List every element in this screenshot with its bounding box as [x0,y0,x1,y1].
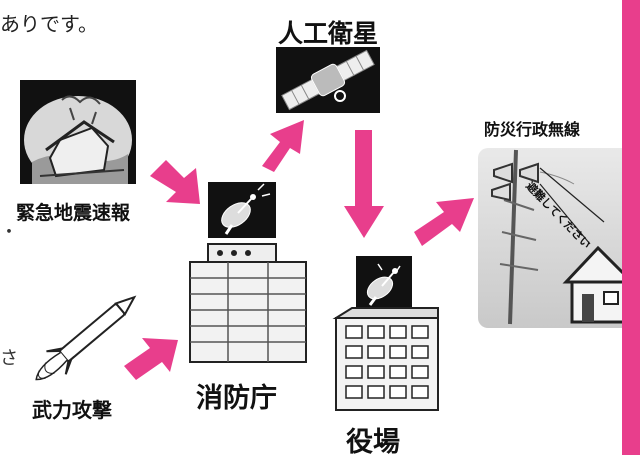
earthquake-house-icon [20,80,136,184]
intro-text: ありです。 [0,12,98,36]
satellite-label: 人工衛星 [278,19,379,48]
arrow-earthquake-to-fire [150,160,200,204]
armed-attack-label: 武力攻撃 [32,398,112,422]
fire-agency-label: 消防庁 [196,383,277,414]
earthquake-label: 緊急地震速報 [16,202,131,224]
cropped-edge-char: ・ [0,222,18,243]
arrow-attack-to-fire [124,338,178,380]
satellite-icon [276,47,380,113]
dish-antenna-icon [356,256,412,308]
speech-lines [539,167,605,245]
building-icon [189,243,307,363]
municipal-office-label: 役場 [346,427,400,455]
arrow-office-to-radio [414,198,474,246]
building-icon [332,307,439,411]
disaster-radio-label: 防災行政無線 [484,120,581,139]
dish-antenna-icon [208,182,276,238]
side-accent-bar [622,0,640,455]
arrow-fire-to-satellite [262,120,304,172]
arrow-satellite-to-office [344,130,384,238]
missile-icon [35,295,137,381]
cropped-edge-char: さ [0,348,18,369]
flow-arrows [124,120,474,380]
